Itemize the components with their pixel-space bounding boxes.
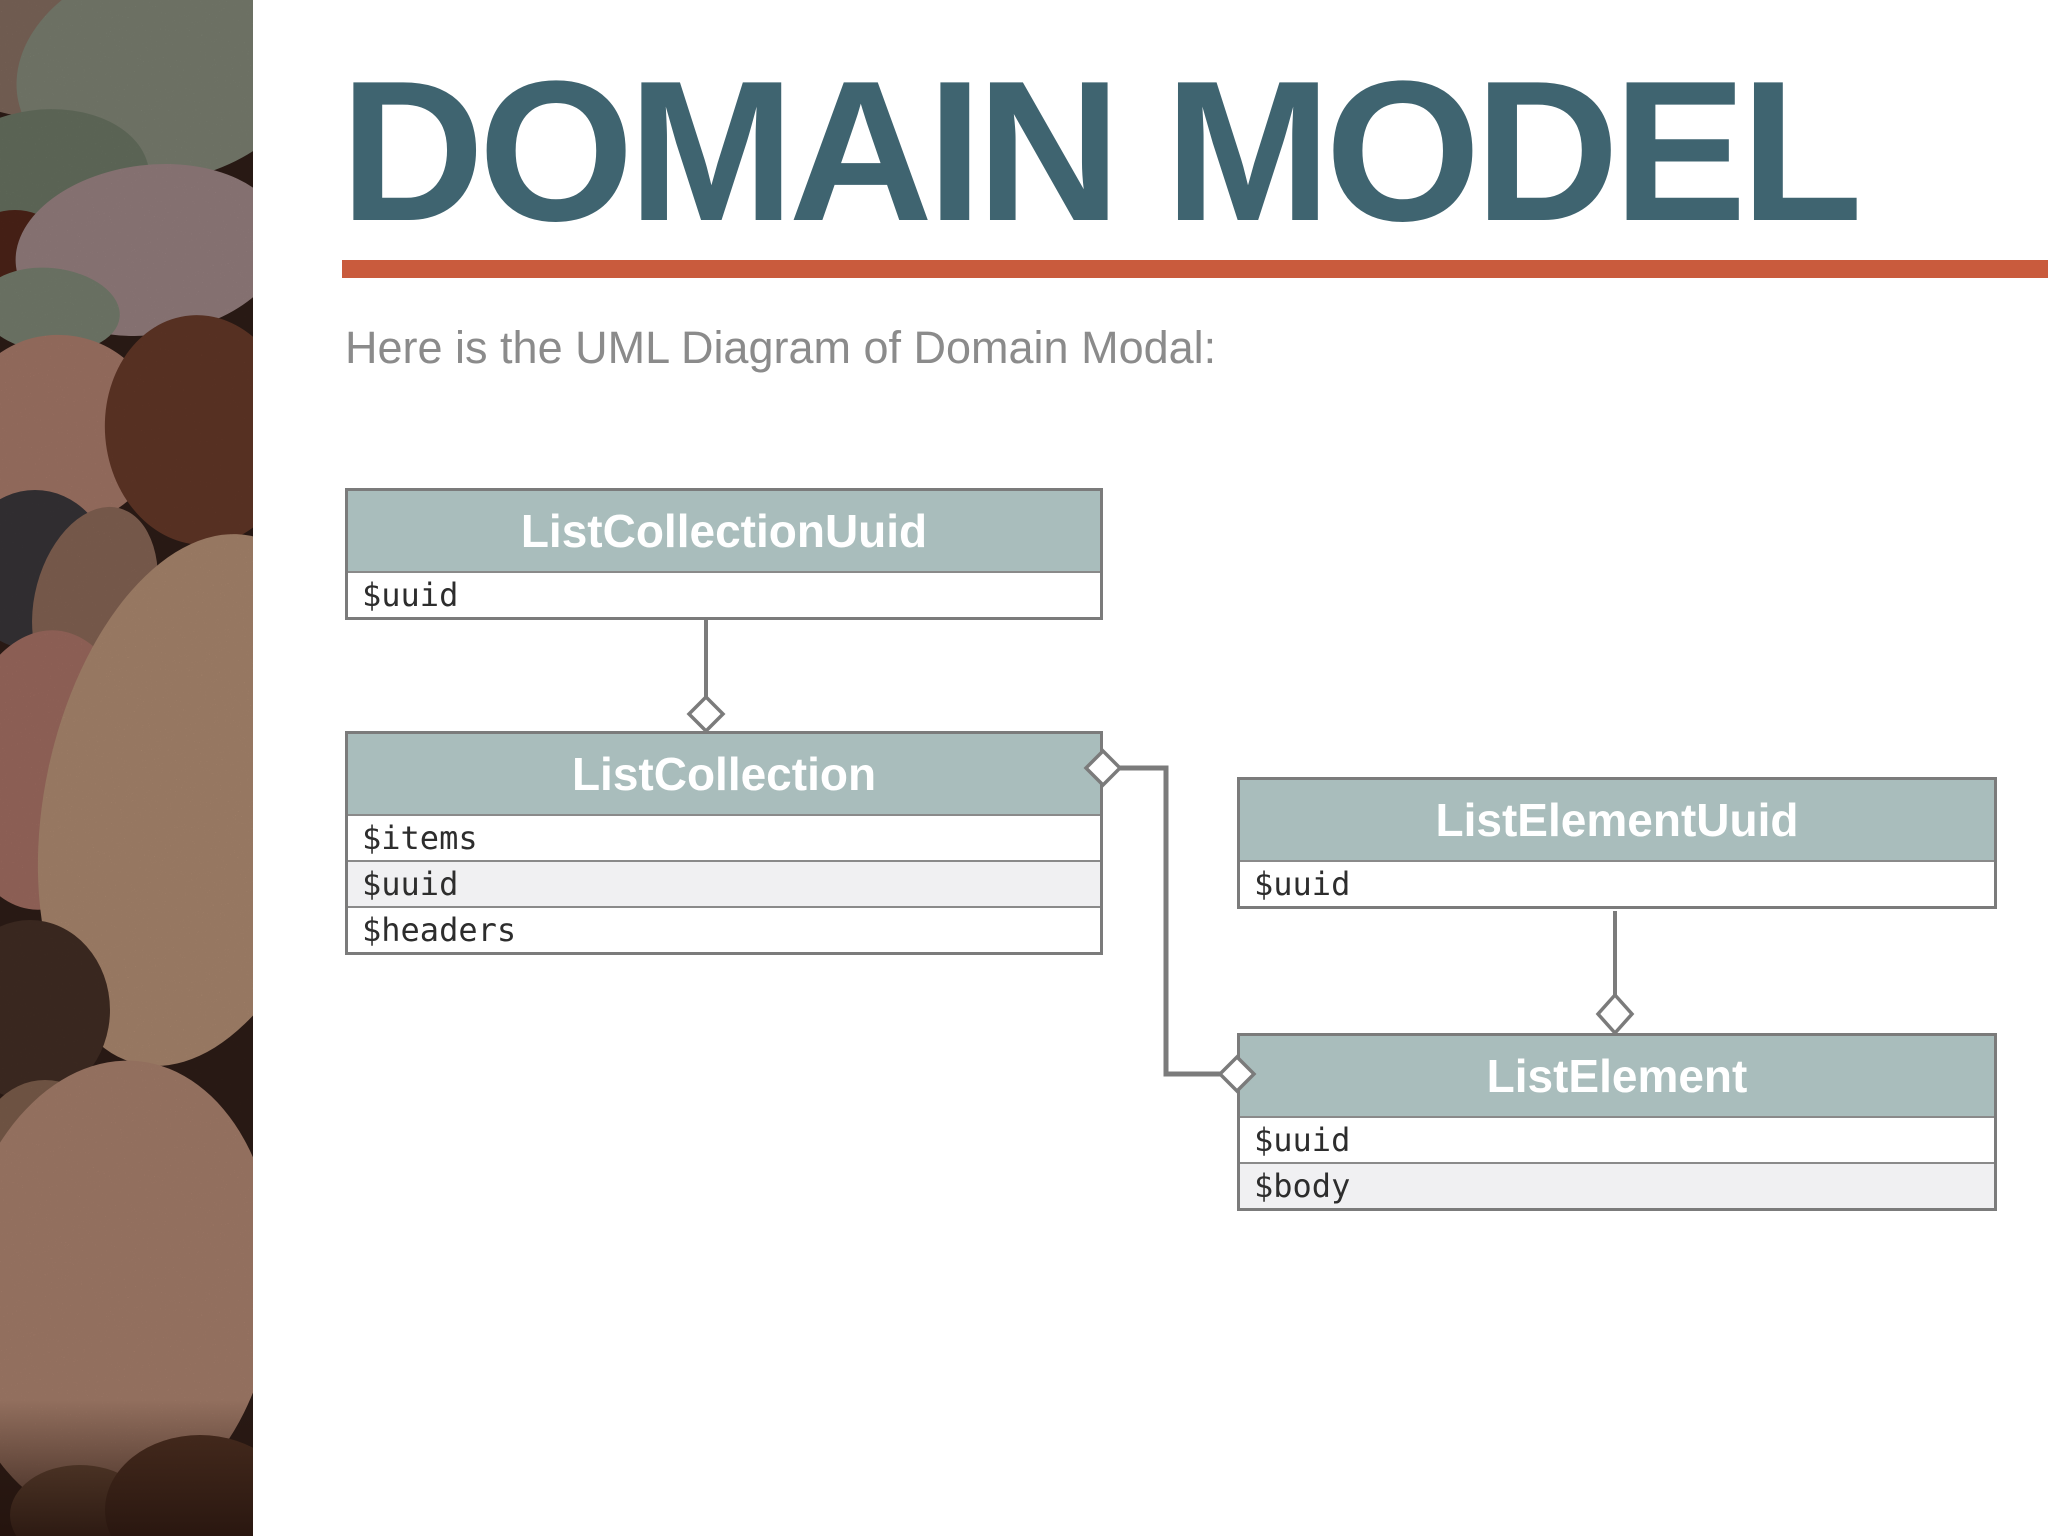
- uml-class-title: ListElementUuid: [1240, 780, 1994, 860]
- uml-class-title: ListCollectionUuid: [348, 491, 1100, 571]
- uml-attribute-row: $items: [348, 814, 1100, 860]
- uml-class-title: ListCollection: [348, 734, 1100, 814]
- uml-attribute-row: $uuid: [1240, 1116, 1994, 1162]
- uml-attribute-row: $headers: [348, 906, 1100, 952]
- uml-class-listelement: ListElement $uuid $body: [1237, 1033, 1997, 1211]
- aggregation-diamond: [1595, 992, 1635, 1036]
- uml-attribute-row: $uuid: [348, 571, 1100, 617]
- pebbles-illustration: [0, 0, 253, 1536]
- connector-listcollection-listelement: [1118, 765, 1222, 1077]
- page-title: DOMAIN MODEL: [340, 40, 1863, 263]
- uml-class-listelementuuid: ListElementUuid $uuid: [1237, 777, 1997, 909]
- uml-attribute-row: $uuid: [348, 860, 1100, 906]
- uml-attribute-row: $body: [1240, 1162, 1994, 1208]
- uml-class-title: ListElement: [1240, 1036, 1994, 1116]
- uml-attribute-row: $uuid: [1240, 860, 1994, 906]
- uml-class-listcollection: ListCollection $items $uuid $headers: [345, 731, 1103, 955]
- aggregation-diamond: [686, 694, 726, 734]
- pebbles-photo: [0, 0, 253, 1536]
- uml-class-listcollectionuuid: ListCollectionUuid $uuid: [345, 488, 1103, 620]
- title-accent-rule: [342, 260, 2048, 278]
- slide-subtitle: Here is the UML Diagram of Domain Modal:: [345, 322, 1217, 373]
